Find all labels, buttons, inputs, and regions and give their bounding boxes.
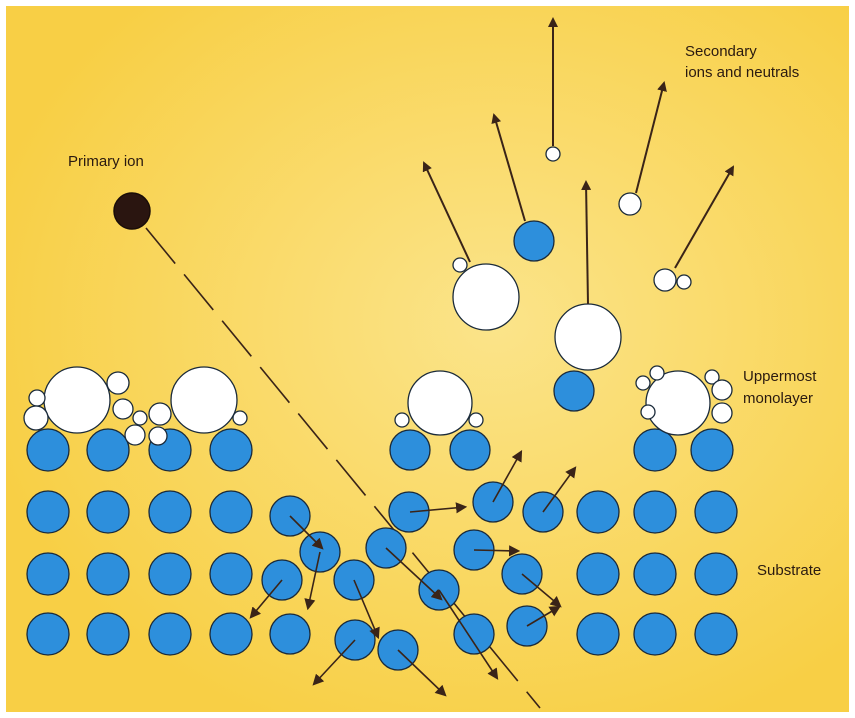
cascade-arrow [492,450,523,503]
substrate-atom [148,552,192,596]
adsorbate-atom-large [645,370,711,436]
label-uppermost-line1: Uppermost [743,368,817,385]
substrate-atom [26,428,70,472]
cascade-arrow [249,579,283,619]
substrate-atom [388,491,430,533]
substrate-atom [690,428,734,472]
ejected-neutral-small [653,268,677,292]
substrate-atom [389,429,431,471]
substrate-atom [576,552,620,596]
cascade-arrow [304,551,321,611]
substrate-atom [453,613,495,655]
substrate-atom [633,552,677,596]
adsorbate-atom-small [106,371,130,395]
primary-ion [113,192,151,230]
adsorbate-atom-small [23,405,49,431]
substrate-atom [694,552,738,596]
substrate-atom [576,490,620,534]
label-substrate: Substrate [757,562,821,579]
adsorbate-atom-small [635,375,651,391]
substrate-atom [86,428,130,472]
adsorbate-atom-small [711,402,733,424]
ejected-neutral-large [452,263,520,331]
substrate-atom [86,490,130,534]
label-uppermost-line2: monolayer [743,390,813,407]
emission-arrow [635,81,667,194]
adsorbate-atom-small [148,402,172,426]
substrate-atom [694,490,738,534]
adsorbate-atom-small [640,404,656,420]
substrate-atom [26,552,70,596]
adsorbate-atom-large [170,366,238,434]
ejected-substrate-atom [513,220,555,262]
adsorbate-atom-small [124,424,146,446]
ejected-neutral-small [618,192,642,216]
substrate-atom [209,612,253,656]
adsorbate-atom-small [649,365,665,381]
cascade-arrow [409,502,468,514]
substrate-atom [209,552,253,596]
label-secondary-line1: Secondary [685,43,757,60]
substrate-atom [86,552,130,596]
cascade-arrow [438,589,499,680]
cascade-arrow [542,466,577,513]
substrate-atom [633,612,677,656]
substrate-atom [633,490,677,534]
label-secondary-line2: ions and neutrals [685,64,799,81]
substrate-atom [148,490,192,534]
emission-arrow [491,113,526,222]
adsorbate-atom-small [148,426,168,446]
ejected-neutral-small [545,146,561,162]
adsorbate-atom-large [407,370,473,436]
cascade-arrow [397,649,447,697]
substrate-atom [522,491,564,533]
cascade-arrow [312,639,356,686]
substrate-atom [694,612,738,656]
substrate-atom [86,612,130,656]
ejected-neutral-large [554,303,622,371]
substrate-atom [26,612,70,656]
emission-arrow [422,161,471,263]
ejected-neutral-small [676,274,692,290]
adsorbate-atom-small [28,389,46,407]
arrow-layer [249,17,734,697]
substrate-atom [633,428,677,472]
cascade-arrow [353,579,380,640]
adsorbate-atom-small [132,410,148,426]
cascade-arrow [385,547,443,601]
substrate-atom [449,429,491,471]
cascade-arrow [521,573,562,608]
emission-arrow [674,165,734,269]
substrate-atom [576,612,620,656]
adsorbate-atom-small [711,379,733,401]
cascade-arrow [473,545,521,557]
adsorbate-atom-small [468,412,484,428]
substrate-atom [148,612,192,656]
substrate-atom [26,490,70,534]
adsorbate-atom-small [112,398,134,420]
adsorbate-atom-large [43,366,111,434]
adsorbate-atom-small [394,412,410,428]
cascade-arrow [289,515,324,550]
adsorbate-atom-small [232,410,248,426]
adsorbate-atom-small [704,369,720,385]
ejected-substrate-atom [553,370,595,412]
substrate-atom [209,428,253,472]
emission-arrow [581,180,592,305]
substrate-atom [209,490,253,534]
label-primary-ion: Primary ion [68,153,144,170]
ejected-neutral-small [452,257,468,273]
substrate-atom [269,613,311,655]
cascade-arrow [526,605,561,627]
